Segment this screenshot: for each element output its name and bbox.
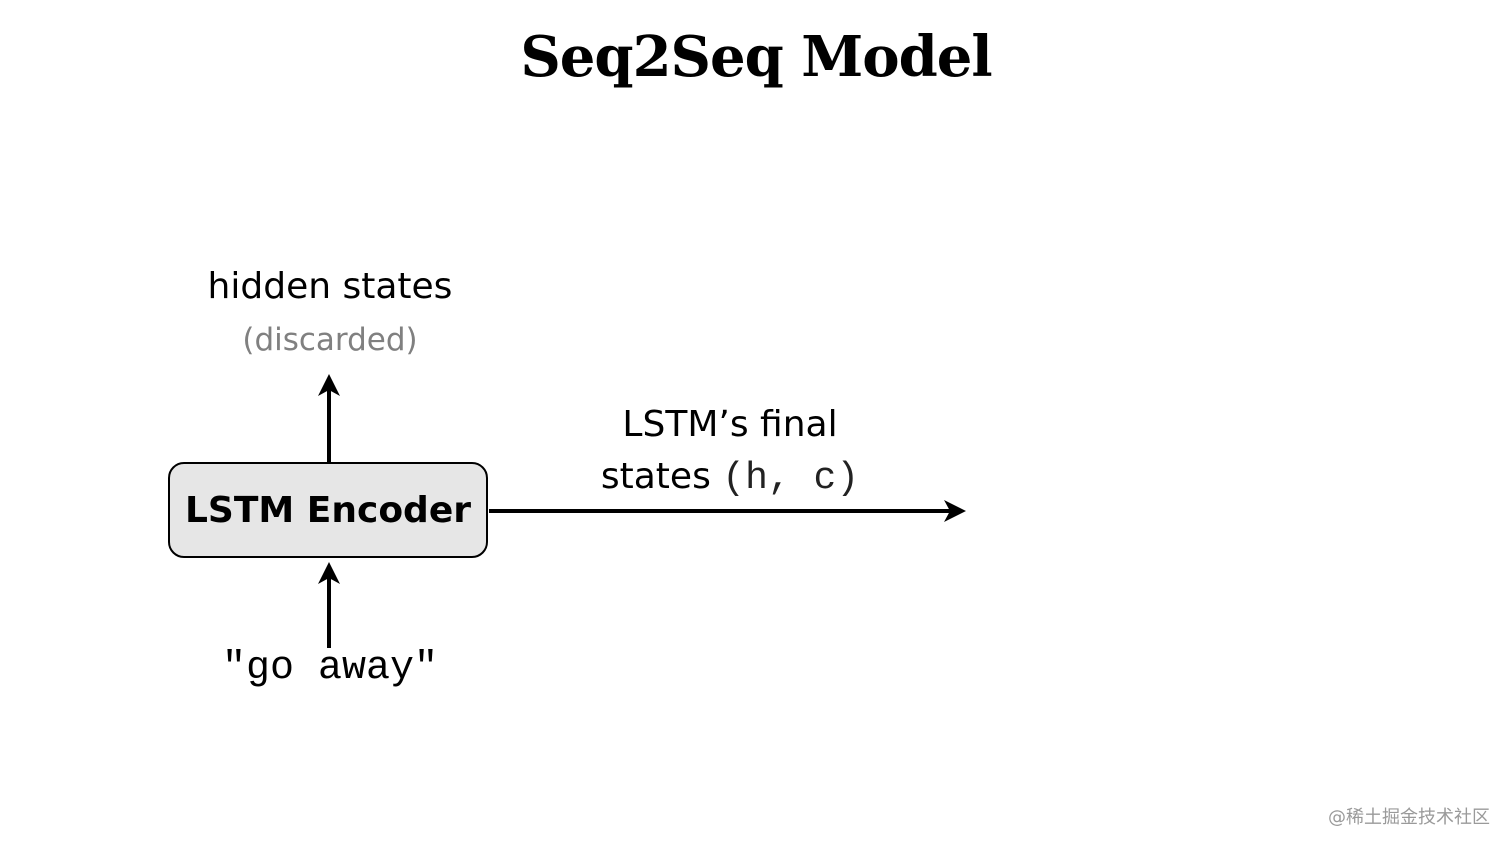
final-states-label-line2: states (h, c)	[560, 456, 900, 500]
watermark: @稀土掘金技术社区	[1328, 807, 1490, 828]
final-states-label-line1: LSTM’s final	[622, 404, 838, 445]
slide-title: Seq2Seq Model	[520, 24, 992, 90]
input-arrow-head	[318, 562, 340, 584]
final-states-text: states	[600, 456, 723, 497]
hidden-states-note: (discarded)	[242, 322, 418, 358]
hidden-states-label: hidden states	[207, 266, 453, 307]
lstm-encoder-label: LSTM Encoder	[184, 489, 471, 531]
lstm-encoder-box: LSTM Encoder	[168, 462, 488, 558]
input-sequence-text: "go away"	[221, 646, 439, 691]
hidden-arrow-head	[318, 374, 340, 396]
final-states-code: (h, c)	[722, 457, 860, 500]
final-state-arrow-head	[944, 500, 966, 522]
